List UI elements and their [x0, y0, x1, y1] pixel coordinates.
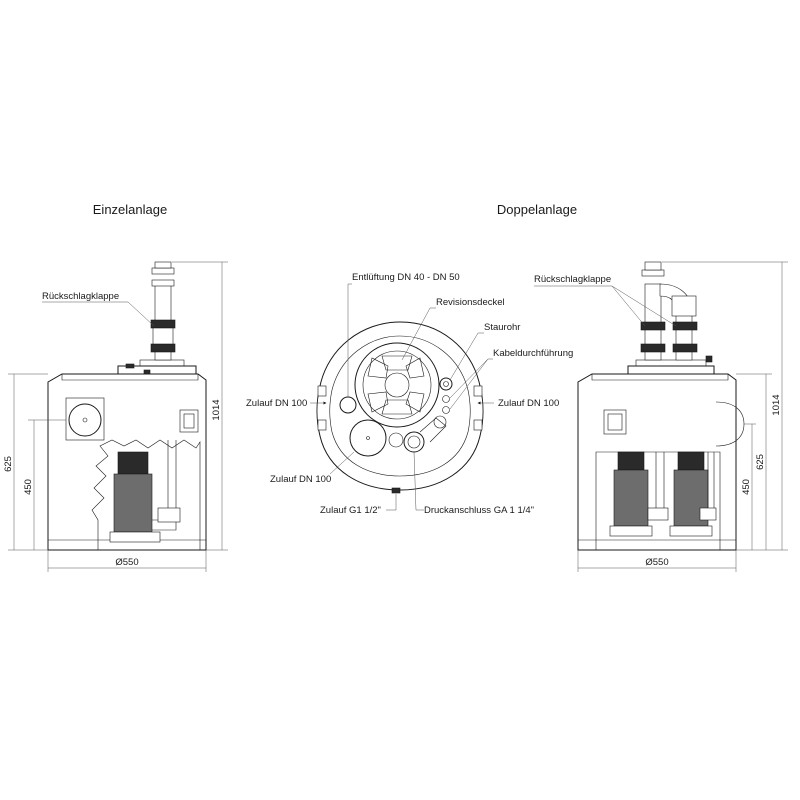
revisionsdeckel-circle	[354, 342, 440, 428]
dim-diameter-right: Ø550	[645, 557, 668, 568]
tank-outline-top	[316, 321, 484, 491]
tank-lid-right	[627, 365, 715, 375]
check-valve-right-2	[672, 321, 698, 331]
label-druckanschluss: Druckanschluss GA 1 1/4"	[424, 505, 534, 516]
doppelanlage-view: Rückschlagklappe 1014 625 450 Ø550	[534, 261, 788, 572]
label-zulauf-dn100-bottom: Zulauf DN 100	[270, 474, 331, 485]
pressure-connection-circle	[403, 431, 425, 453]
vent-circle	[339, 396, 357, 414]
title-doppelanlage: Doppelanlage	[497, 202, 577, 217]
check-valve-left	[150, 319, 176, 329]
label-revisionsdeckel: Revisionsdeckel	[436, 297, 505, 308]
tank-body-right	[577, 373, 737, 551]
inlet-circle-left	[68, 403, 102, 437]
inlet-dn100-circle	[349, 419, 387, 457]
label-zulauf-dn100-right: Zulauf DN 100	[498, 398, 559, 409]
label-kabeldurchfuehrung: Kabeldurchführung	[493, 348, 573, 359]
top-view: Entlüftung DN 40 - DN 50 Revisionsdeckel…	[246, 272, 573, 516]
dim-1014-left: 1014	[211, 399, 222, 420]
staurohr-circle	[439, 377, 453, 391]
label-entlueftung: Entlüftung DN 40 - DN 50	[352, 272, 460, 283]
dim-diameter-left: Ø550	[115, 557, 138, 568]
pump-motor-left	[117, 451, 149, 475]
einzelanlage-view: Rückschlagklappe 1014 625 450 Ø550	[3, 261, 228, 572]
dim-450-right: 450	[741, 479, 752, 495]
label-zulauf-dn100-left: Zulauf DN 100	[246, 398, 307, 409]
dim-625-left: 625	[3, 456, 14, 472]
label-rueckschlagklappe-right: Rückschlagklappe	[534, 274, 611, 285]
check-valve-right-1	[640, 321, 666, 331]
dim-1014-right: 1014	[771, 394, 782, 415]
pump-2-motor-right	[677, 451, 705, 471]
title-einzelanlage: Einzelanlage	[93, 202, 167, 217]
label-staurohr: Staurohr	[484, 322, 520, 333]
pump-1-motor-right	[617, 451, 645, 471]
dim-450-left: 450	[23, 479, 34, 495]
dim-625-right: 625	[755, 454, 766, 470]
label-zulauf-g1: Zulauf G1 1/2"	[320, 505, 381, 516]
label-rueckschlagklappe-left: Rückschlagklappe	[42, 291, 119, 302]
